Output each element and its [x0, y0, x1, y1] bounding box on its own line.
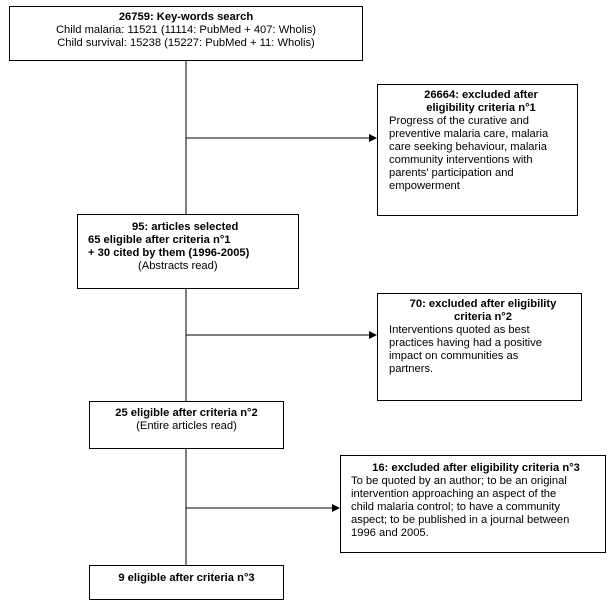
selected-line-eligible: 65 eligible after criteria n°1 — [88, 234, 231, 246]
excluded-2-title-line1: 70: excluded after eligibility — [409, 298, 557, 310]
excluded-box-1: 26664: excluded after eligibility criter… — [377, 84, 578, 216]
eligible-3-box: 9 eligible after criteria n°3 — [89, 565, 284, 600]
excluded-1-body-line: parents' participation and — [389, 167, 514, 179]
excluded-2-title-line2: criteria n°2 — [454, 311, 512, 323]
excluded-3-body-line: aspect; to be published in a journal bet… — [351, 514, 570, 526]
excluded-2-body-line: partners. — [389, 363, 434, 375]
selected-box: 95: articles selected 65 eligible after … — [77, 214, 299, 289]
excluded-box-2: 70: excluded after eligibility criteria … — [377, 293, 582, 401]
selected-title: 95: articles selected — [132, 221, 239, 233]
excluded-2-body-line: practices having had a positive — [389, 337, 542, 349]
excluded-2-body-line: impact on communities as — [389, 350, 519, 362]
search-line-malaria: Child malaria: 11521 (11114: PubMed + 40… — [55, 24, 317, 36]
excluded-3-body-line: intervention approaching an aspect of th… — [351, 488, 557, 500]
selected-line-cited: + 30 cited by them (1996-2005) — [88, 247, 250, 259]
excluded-1-body-line: community interventions with — [389, 154, 533, 166]
excluded-2-body-line: Interventions quoted as best — [389, 324, 530, 336]
excluded-3-body-line: To be quoted by an author; to be an orig… — [351, 475, 567, 487]
eligible-2-note: (Entire articles read) — [136, 420, 237, 432]
eligible-2-box: 25 eligible after criteria n°2 (Entire a… — [89, 401, 284, 449]
search-title: 26759: Key-words search — [118, 11, 254, 23]
selected-line-abstracts: (Abstracts read) — [138, 260, 218, 272]
excluded-1-body-line: preventive malaria care, malaria — [389, 128, 549, 140]
excluded-1-body-line: empowerment — [389, 180, 460, 192]
excluded-3-body-line: 1996 and 2005. — [351, 527, 429, 539]
excluded-box-3: 16: excluded after eligibility criteria … — [340, 455, 606, 553]
excluded-3-title: 16: excluded after eligibility criteria … — [372, 462, 580, 474]
excluded-1-body-line: care seeking behaviour, malaria — [389, 141, 547, 153]
search-box: 26759: Key-words search Child malaria: 1… — [9, 6, 363, 61]
eligible-3-title: 9 eligible after criteria n°3 — [118, 572, 255, 584]
excluded-3-body-line: child malaria control; to have a communi… — [351, 501, 560, 513]
search-line-survival: Child survival: 15238 (15227: PubMed + 1… — [57, 37, 315, 49]
excluded-1-title-line2: eligibility criteria n°1 — [426, 102, 536, 114]
eligible-2-title: 25 eligible after criteria n°2 — [115, 407, 258, 419]
excluded-1-title-line1: 26664: excluded after — [424, 89, 538, 101]
excluded-1-body-line: Progress of the curative and — [389, 115, 529, 127]
